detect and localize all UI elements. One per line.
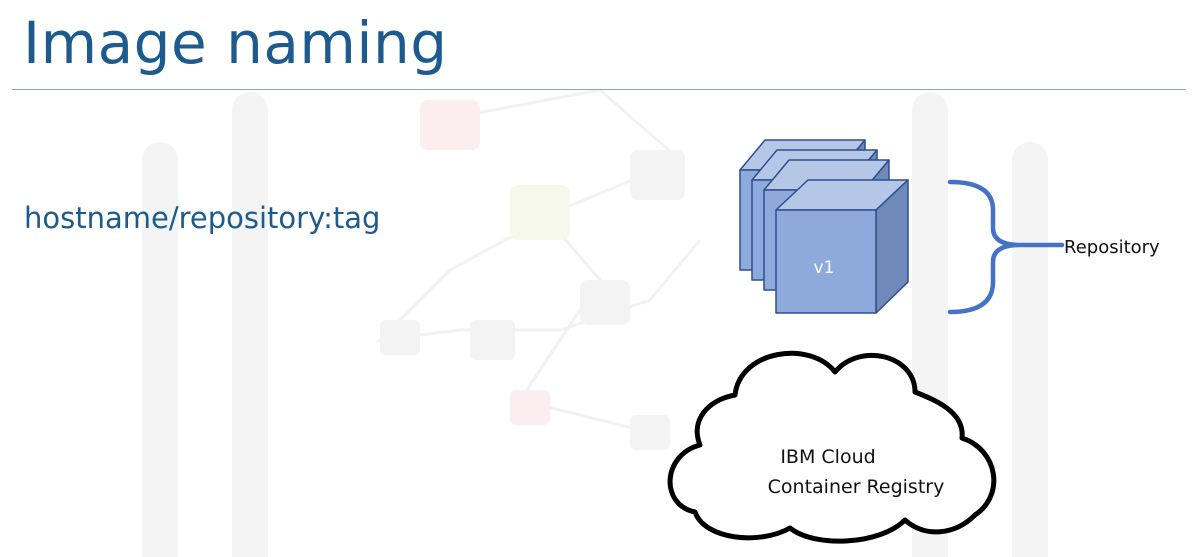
image-cube-stack <box>739 139 909 314</box>
repository-bracket <box>947 179 1065 315</box>
naming-format-text: hostname/repository:tag <box>24 201 381 235</box>
cloud-icon <box>667 350 997 544</box>
title-divider <box>12 89 1186 90</box>
image-cube-4 <box>775 179 909 314</box>
slide-title: Image naming <box>23 9 448 77</box>
repository-label: Repository <box>1064 237 1160 258</box>
image-tag-label: v1 <box>814 258 835 278</box>
registry-name-line1: IBM Cloud <box>780 446 875 468</box>
registry-name-line2: Container Registry <box>768 476 945 498</box>
